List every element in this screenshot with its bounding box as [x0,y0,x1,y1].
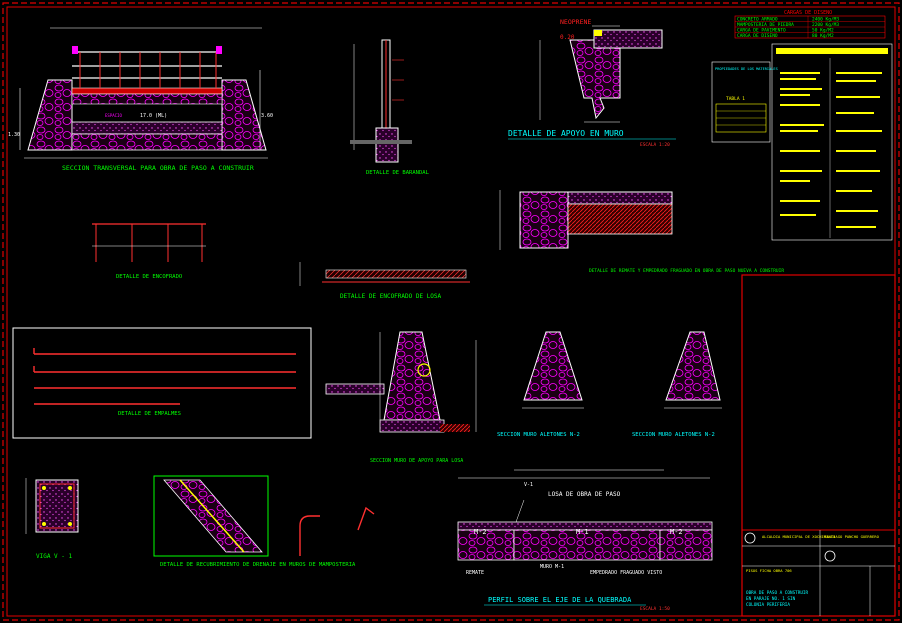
seccion-apoyo-title: SECCION MURO DE APOYO PARA LOSA [370,458,463,464]
aletones-drawing-1 [522,331,584,409]
project-line-3: COLONIA PERIFERIA [746,602,790,608]
dim-label: 0.20 [560,34,575,41]
load-row-label: MAMPOSTERIA DE PIEDRA [737,22,794,28]
perfil-v1-label: V-1 [524,482,533,488]
perfil-muro-label: MURO M-1 [540,564,564,570]
perfil-m2-right: M-2 [670,528,683,536]
load-row-value: 80 Kg/M2 [812,33,834,39]
apoyo-muro-title: DETALLE DE APOYO EN MURO [508,129,624,138]
materials-panel: PROPIEDADES DE LOS MATERIALES TABLA 1 [711,43,893,241]
apoyo-muro-drawing [539,25,663,123]
project-line-1: OBRA DE PASO A CONSTRUIR [746,590,808,596]
barandal-drawing [350,39,412,163]
table-label: TABLA 1 [726,96,745,102]
neoprene-label: NEOPRENE [560,18,591,26]
design-loads-title: CARGAS DE DISENO [784,10,832,16]
seccion-apoyo-drawing [325,331,477,433]
perfil-drawing [457,469,713,561]
remate-title: DETALLE DE REMATE Y EMPEDRADO FRAGUADO E… [589,268,784,274]
title-header-right: SANTIAGO PANCHO GUERRERO [824,534,880,539]
remate-title-text: DETALLE DE REMATE Y EMPEDRADO FRAGUADO E… [589,268,784,274]
perfil-empedrado-label: EMPEDRADO FRAGUADO VISTO [590,570,662,576]
dim-label: 1.30 [8,132,20,138]
cross-section-drawing: ESPACIO 17.0 (ML) [19,27,268,159]
perfil-scale: ESCALA 1:50 [640,606,670,612]
empalmes-drawing [33,348,296,405]
load-row-value: 2400 Kg/M3 [812,17,839,23]
title-office: ALCALDIA MUNICIPAL DE XOCHIMILCO [762,534,836,539]
encofrado-losa-drawing [299,262,470,286]
load-row-label: CARGA DE PAVIMENTO [737,28,786,34]
recubrimiento-title-text: DETALLE DE RECUBRIMIENTO DE DRENAJE EN M… [160,562,356,568]
cross-section-title: SECCION TRANSVERSAL PARA OBRA DE PASO A … [62,164,254,172]
logo-icon [824,550,836,562]
title-block-frame [741,274,896,617]
aletones-title-2: SECCION MURO ALETONES N-2 [632,432,715,438]
title-drawing-field: PISOS FICHA OBRA 706 [746,568,792,573]
title-block: ALCALDIA MUNICIPAL DE XOCHIMILCO SANTIAG… [742,530,895,616]
hook-detail [299,506,375,556]
logo-icon [744,532,756,544]
encofrado-drawing [92,223,206,262]
perfil-m2-left: M-2 [474,528,487,536]
aletones-title-1: SECCION MURO ALETONES N-2 [497,432,580,438]
remate-drawing [499,190,673,250]
encofrado-losa-title: DETALLE DE ENCOFRADO DE LOSA [340,293,442,300]
empalmes-frame [12,327,312,439]
project-line-2: EN PARAJE NO. 1 SIN [746,596,796,602]
perfil-remate-label: REMATE [466,570,484,576]
recubrimiento-drawing [153,475,269,557]
perfil-losa-label: LOSA DE OBRA DE PASO [548,491,621,498]
empalmes-title: DETALLE DE EMPALMES [118,411,181,417]
barandal-title: DETALLE DE BARANDAL [366,170,430,176]
svg-text:ESPACIO: ESPACIO [105,113,122,118]
load-row-value: 2200 Kg/M3 [812,22,839,28]
viga-title: VIGA V - 1 [36,553,73,560]
svg-text:17.0 (ML): 17.0 (ML) [140,113,167,119]
recubrimiento-title: DETALLE DE RECUBRIMIENTO DE DRENAJE EN M… [160,562,356,568]
aletones-drawing-2 [664,331,722,409]
dim-label: 3.60 [261,113,273,119]
load-row-label: CONCRETO ARMADO [737,17,778,23]
load-row-value: 50 Kg/M2 [812,28,834,34]
encofrado-title: DETALLE DE ENCOFRADO [116,274,182,280]
apoyo-scale: ESCALA 1:20 [640,142,670,148]
viga-drawing [25,478,79,534]
design-loads-table: CARGAS DE DISENO CONCRETO ARMADO 2400 Kg… [734,10,886,39]
load-row-label: CARGA DE DISENO [737,33,778,39]
perfil-m1: M-1 [576,528,589,536]
perfil-title: PERFIL SOBRE EL EJE DE LA QUEBRADA [488,596,632,604]
materials-title: PROPIEDADES DE LOS MATERIALES [715,67,778,71]
